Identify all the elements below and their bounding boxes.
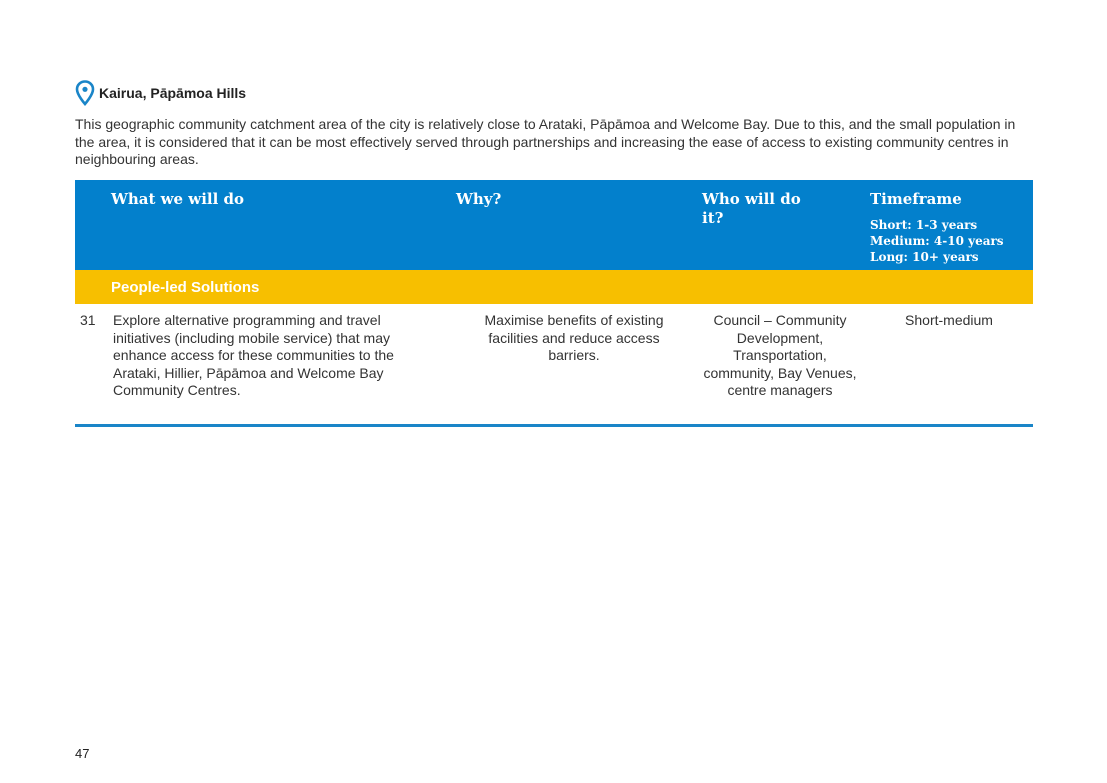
actions-table: What we will do Why? Who will do it? Tim… — [75, 180, 1033, 427]
header-timeframe-label: Timeframe — [870, 190, 962, 208]
table-row: 31 Explore alternative programming and t… — [75, 304, 1033, 427]
row-timeframe: Short-medium — [905, 312, 993, 328]
row-why: Maximise benefits of existing facilities… — [484, 312, 664, 363]
group-label: People-led Solutions — [111, 278, 260, 296]
header-timeframe: Timeframe Short: 1-3 years Medium: 4-10 … — [870, 190, 1004, 265]
table-header: What we will do Why? Who will do it? Tim… — [75, 180, 1033, 270]
header-who: Who will do it? — [702, 190, 801, 227]
page-number: 47 — [75, 746, 90, 761]
intro-paragraph: This geographic community catchment area… — [75, 116, 1016, 167]
row-what: Explore alternative programming and trav… — [113, 312, 394, 398]
group-row: People-led Solutions — [75, 270, 1033, 304]
section-heading: Kairua, Pāpāmoa Hills — [75, 80, 246, 106]
row-number: 31 — [80, 312, 96, 328]
timeframe-note-medium: Medium: 4-10 years — [870, 234, 1004, 248]
row-who: Council – Community Development, Transpo… — [703, 312, 857, 398]
header-what: What we will do — [111, 190, 245, 208]
timeframe-notes: Short: 1-3 years Medium: 4-10 years Long… — [870, 217, 1004, 265]
timeframe-note-short: Short: 1-3 years — [870, 218, 978, 232]
timeframe-note-long: Long: 10+ years — [870, 250, 979, 264]
location-pin-icon — [75, 80, 95, 106]
header-why: Why? — [456, 190, 502, 208]
section-title: Kairua, Pāpāmoa Hills — [99, 85, 247, 101]
